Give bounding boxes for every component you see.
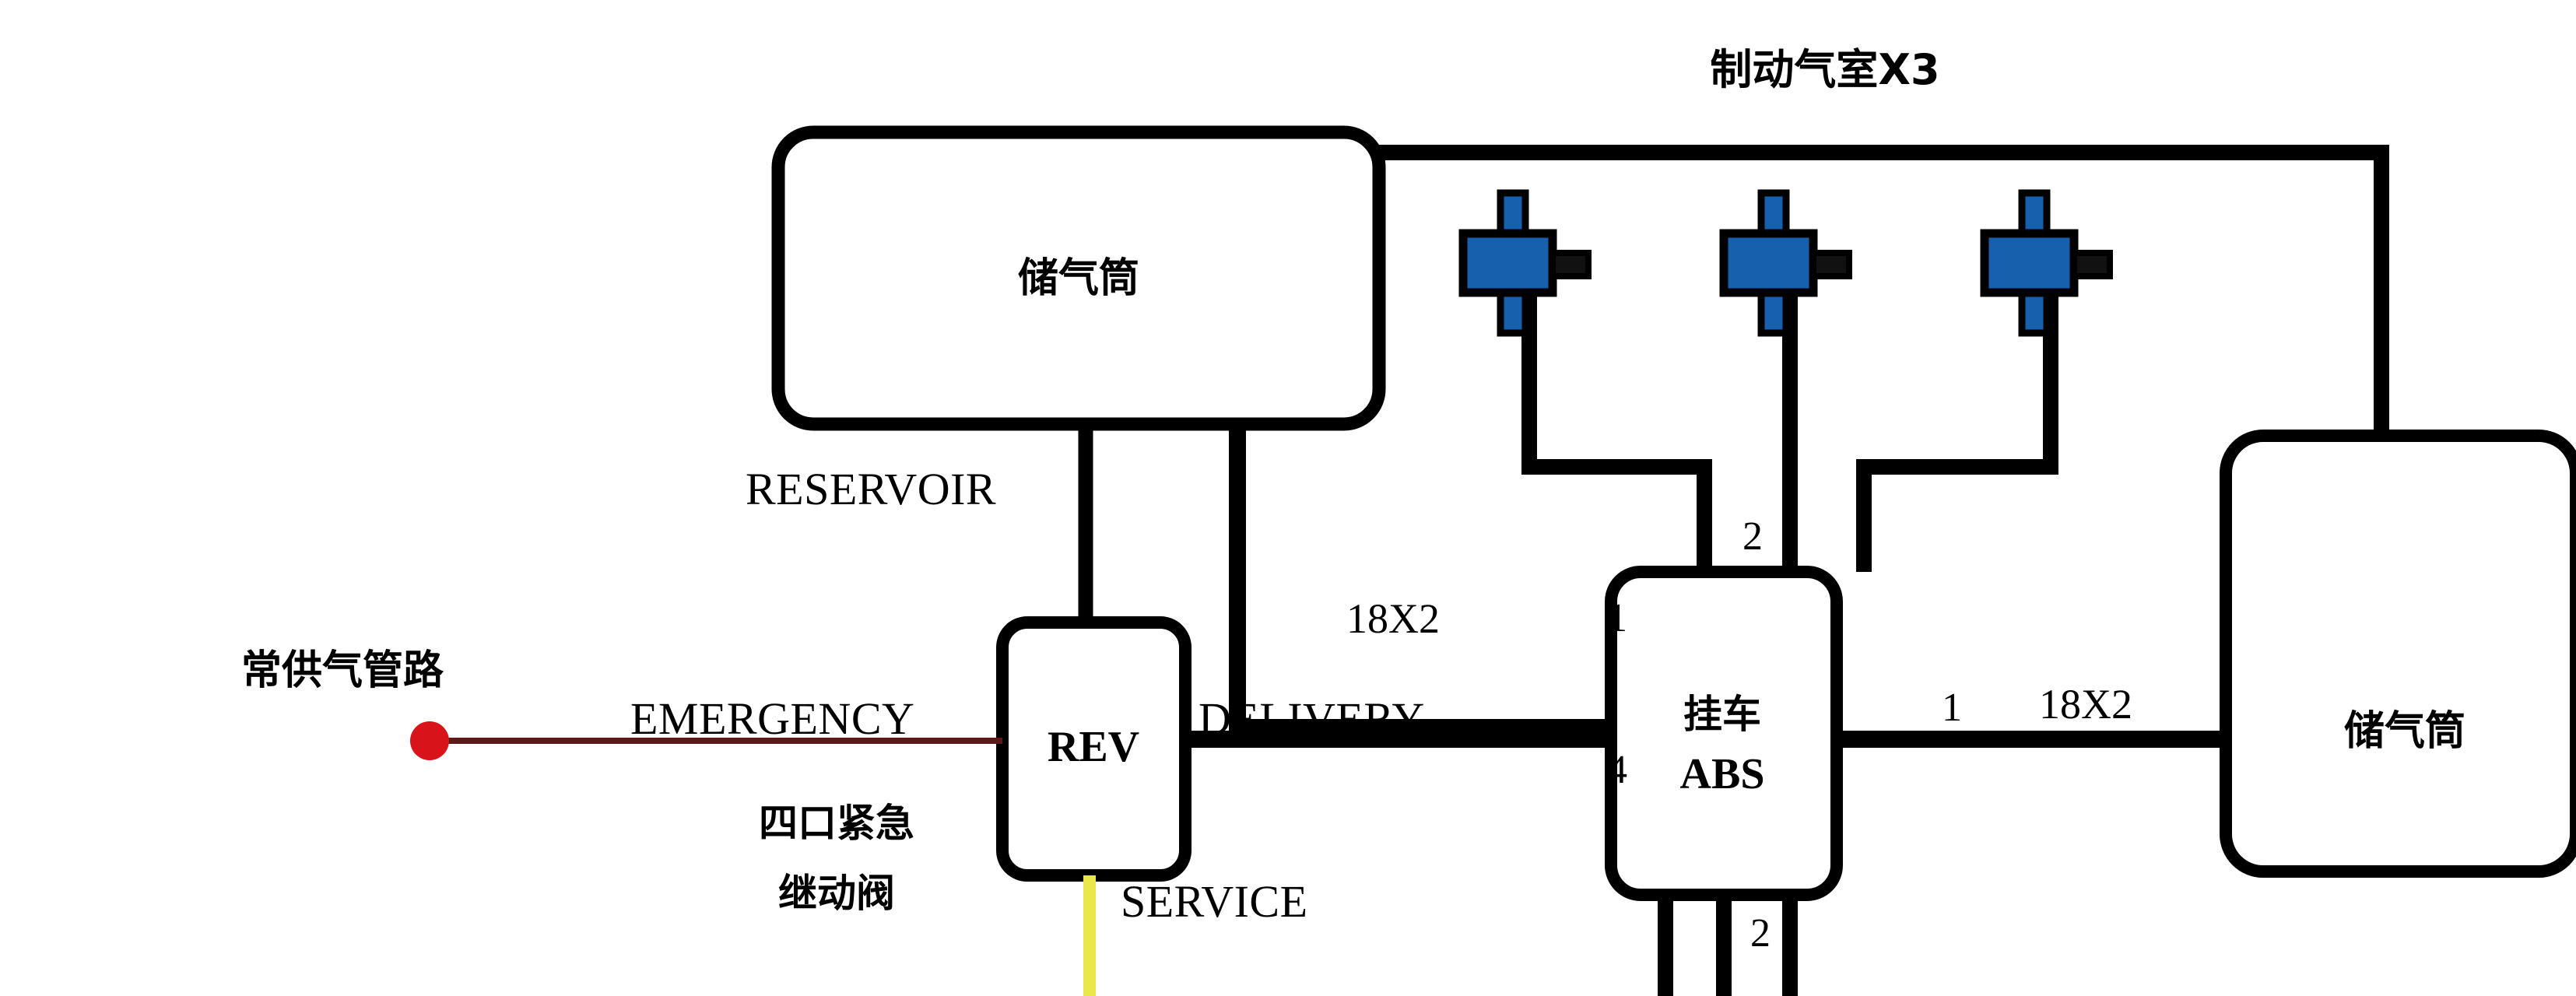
abs-port-left-upper: 1 (1607, 596, 1627, 640)
rev-caption-line2: 继动阀 (778, 871, 895, 916)
reservoir-right-label: 储气筒 (2343, 708, 2466, 755)
pipe-chamber-3-drop (1856, 288, 2058, 572)
brake-chamber-title: 制动气室X3 (1710, 45, 1940, 94)
rev-valve-label: REV (1047, 723, 1140, 771)
reservoir-top-label: 储气筒 (1017, 255, 1140, 302)
abs-label-en: ABS (1679, 750, 1765, 798)
pipe-top-bus (1379, 145, 2389, 436)
emergency-label: EMERGENCY (630, 693, 915, 744)
reservoir-caption: RESERVOIR (746, 464, 997, 514)
brake-chamber-icon (1719, 189, 1852, 337)
pipe-reservoir-outlets (1078, 424, 1611, 736)
reservoir-right-box (2220, 430, 2576, 878)
pipe-chamber-1-drop (1521, 288, 1712, 572)
supply-dot (410, 721, 449, 760)
abs-port-left-lower: 4 (1607, 748, 1627, 792)
abs-port-bottom: 2 (1750, 911, 1771, 956)
service-label: SERVICE (1121, 876, 1308, 927)
abs-port-top: 2 (1742, 514, 1763, 559)
pipe-abs-bottom-outlets (1658, 895, 1798, 996)
delivery-spec-label: 18X2 (1346, 595, 1440, 642)
abs-port-right: 1 (1942, 686, 1962, 730)
rev-caption-line1: 四口紧急 (759, 801, 914, 846)
abs-label-cn: 挂车 (1683, 692, 1761, 737)
supply-line-label: 常供气管路 (240, 647, 444, 694)
delivery-label: DELIVERY (1199, 693, 1425, 744)
abs-out-spec-label: 18X2 (2039, 681, 2132, 728)
brake-chamber-icon (1980, 189, 2113, 337)
brake-chamber-icon (1458, 189, 1592, 337)
